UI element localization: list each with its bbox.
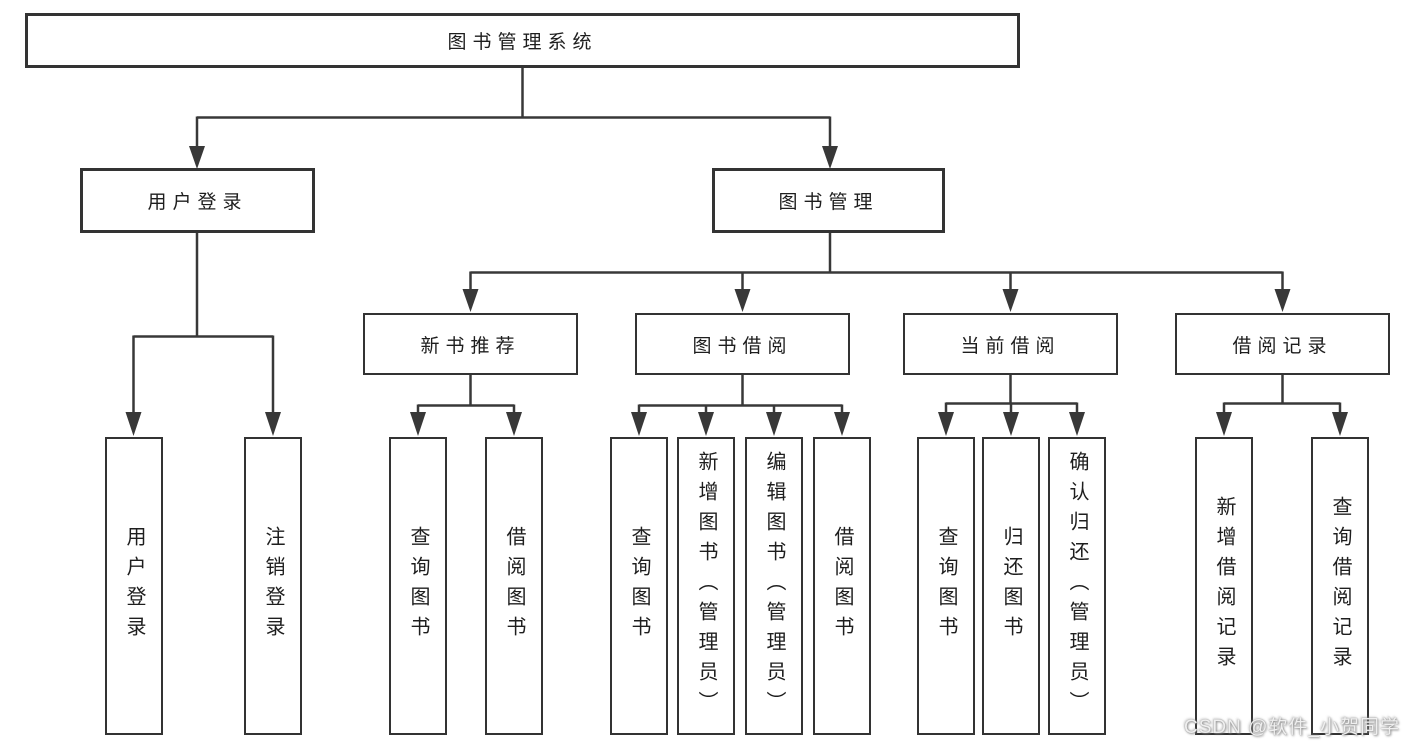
leaf-add-books-admin: 新增图书（管理员） — [677, 437, 735, 735]
leaf-query-books-current: 查询图书 — [917, 437, 975, 735]
leaf-query-books-borrow: 查询图书 — [610, 437, 668, 735]
csdn-watermark: CSDN @软件_小贺同学 — [1184, 717, 1400, 738]
module-book-borrowing: 图书借阅 — [635, 313, 850, 375]
leaf-return-books: 归还图书 — [982, 437, 1040, 735]
leaf-logout: 注销登录 — [244, 437, 302, 735]
module-current-borrow: 当前借阅 — [903, 313, 1118, 375]
arrowheads — [125, 146, 1348, 436]
module-new-book-recommendation: 新书推荐 — [363, 313, 578, 375]
leaf-borrow-books: 借阅图书 — [813, 437, 871, 735]
leaf-query-books-recommend: 查询图书 — [389, 437, 447, 735]
leaf-query-borrow-record: 查询借阅记录 — [1311, 437, 1369, 735]
leaf-add-borrow-record: 新增借阅记录 — [1195, 437, 1253, 735]
leaf-borrow-books-recommend: 借阅图书 — [485, 437, 543, 735]
leaf-user-login: 用户登录 — [105, 437, 163, 735]
root-node: 图书管理系统 — [25, 13, 1020, 68]
module-borrow-records: 借阅记录 — [1175, 313, 1390, 375]
leaf-confirm-return-admin: 确认归还（管理员） — [1048, 437, 1106, 735]
branch-user-login: 用户登录 — [80, 168, 315, 233]
leaf-edit-books-admin: 编辑图书（管理员） — [745, 437, 803, 735]
branch-book-management: 图书管理 — [712, 168, 945, 233]
